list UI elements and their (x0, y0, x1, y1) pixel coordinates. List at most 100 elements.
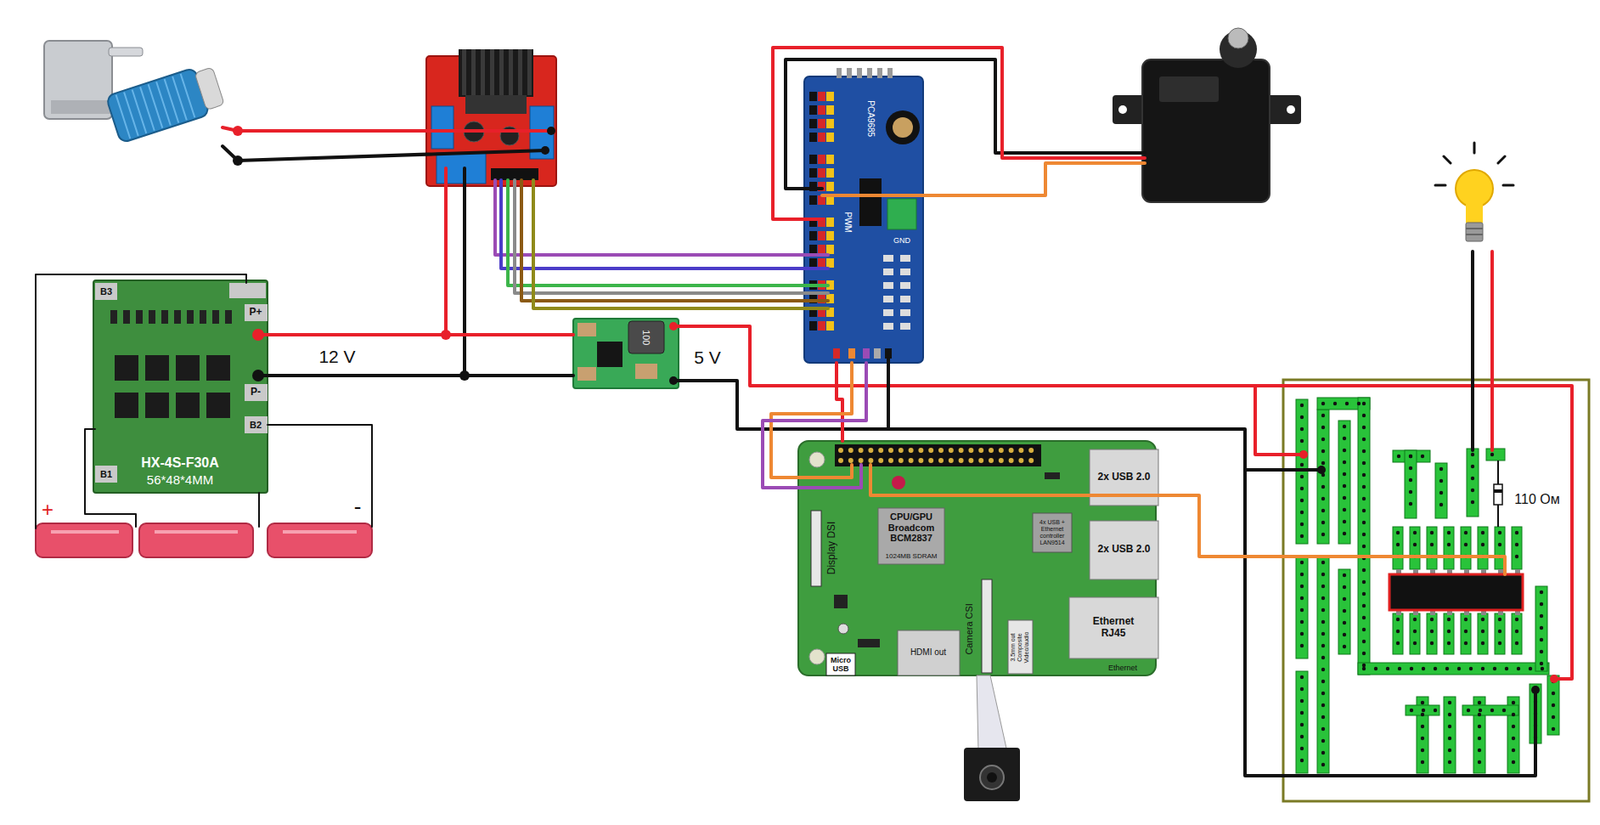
buck-converter (573, 318, 679, 389)
breadboard-holes (1362, 580, 1366, 584)
header-pins (883, 268, 894, 276)
breadboard-holes (1539, 602, 1544, 606)
header-pins (856, 67, 862, 79)
breadboard-holes (1396, 641, 1400, 645)
breadboard-holes (1447, 760, 1452, 764)
breadboard-holes (1300, 401, 1555, 767)
breadboard-holes (1498, 530, 1502, 535)
wire (762, 362, 867, 488)
servo-motor (1159, 76, 1219, 102)
gpio-pins (858, 457, 864, 463)
header-pins (826, 258, 834, 268)
gpio-pins (958, 457, 964, 463)
breadboard-holes (1342, 448, 1347, 452)
gpio-pins (1018, 447, 1024, 453)
breadboard-traces (1460, 526, 1471, 570)
header-pins (900, 309, 911, 316)
text-label: PWM (842, 205, 853, 240)
wire-junctions (252, 328, 265, 341)
wires (673, 380, 1536, 776)
breadboard-holes (1498, 617, 1502, 621)
wires (772, 47, 1145, 220)
breadboard-holes (1470, 464, 1475, 468)
wires (35, 274, 247, 529)
servo-motor (1286, 105, 1296, 114)
bms-board (95, 465, 118, 483)
camera-module (976, 675, 1008, 752)
gear-motor (194, 67, 225, 111)
breadboard-holes (1321, 520, 1325, 524)
breadboard-holes (1439, 467, 1443, 471)
breadboard-traces (1317, 409, 1330, 544)
breadboard-holes (1420, 700, 1425, 705)
resistor-symbol (1493, 460, 1503, 527)
wire-junctions (1317, 465, 1326, 474)
text-label: CPU/GPU Broadcom BCM2837 (878, 511, 944, 544)
breadboard-holes (1511, 748, 1516, 752)
text-label: Display DSI (826, 509, 839, 586)
header-pins (900, 254, 911, 262)
bms-mosfets (212, 309, 220, 324)
batteries (35, 523, 372, 558)
breadboard-holes (1362, 591, 1366, 596)
breadboard-holes (1502, 708, 1506, 712)
gpio-pins (1018, 457, 1024, 463)
breadboard-holes (1362, 425, 1366, 429)
breadboard-holes (1481, 617, 1485, 621)
breadboard-holes (1551, 703, 1555, 707)
gear-motor (106, 67, 211, 143)
raspberry-pi-board (1032, 512, 1072, 553)
breadboard-holes (1385, 666, 1390, 671)
raspberry-pi-board (857, 638, 880, 648)
wires (798, 464, 852, 478)
breadboard-holes (1362, 651, 1366, 655)
breadboard-holes (1498, 629, 1502, 633)
header-pins (817, 118, 826, 129)
breadboard-holes (1430, 617, 1434, 621)
text-label: Micro USB (826, 655, 856, 674)
text-label: Ethernet (1097, 663, 1149, 672)
header-pins (809, 67, 911, 359)
breadboard-holes (1447, 542, 1451, 547)
breadboard-holes (1408, 490, 1413, 494)
breadboard-holes (1362, 666, 1366, 671)
text-label: 56*48*4MM (120, 472, 240, 487)
breadboard-holes (1321, 461, 1325, 465)
wires (267, 424, 372, 527)
breadboard-holes (1511, 712, 1516, 716)
ic-chip (1389, 574, 1523, 610)
breadboard-holes (1300, 522, 1304, 526)
bms-mosfets (206, 392, 231, 418)
breadboard-holes (1408, 466, 1413, 470)
pwm-driver-board (859, 178, 882, 226)
breadboard-holes (1342, 436, 1347, 440)
header-pins (817, 168, 826, 178)
breadboard-holes (1321, 401, 1325, 406)
gpio-pins (838, 457, 844, 463)
breadboard-holes (1420, 724, 1425, 728)
breadboard-holes (1362, 473, 1366, 477)
breadboard-holes (1413, 617, 1417, 621)
breadboard-holes (1321, 608, 1325, 612)
breadboard-traces (1486, 448, 1505, 461)
gpio-pins (938, 457, 944, 463)
breadboard-traces (1409, 526, 1420, 570)
breadboard-holes (1357, 401, 1361, 406)
header-pins (809, 132, 817, 142)
breadboard-traces (1535, 585, 1548, 671)
breadboard-holes (1300, 722, 1304, 727)
breadboard-holes (1321, 560, 1325, 564)
text-label: 2x USB 2.0 (1092, 543, 1157, 556)
raspberry-pi-board (1008, 619, 1033, 674)
gpio-pins (898, 457, 904, 463)
breadboard-holes (1511, 700, 1516, 705)
breadboard-outline (1283, 379, 1589, 801)
header-pins (846, 67, 852, 79)
header-pins (900, 268, 911, 276)
header-pins (862, 348, 870, 359)
header-pins (826, 168, 834, 178)
bms-mosfets (110, 309, 232, 418)
bms-mosfets (175, 354, 200, 381)
breadboard-holes (1464, 530, 1468, 535)
breadboard-holes (1397, 454, 1401, 458)
